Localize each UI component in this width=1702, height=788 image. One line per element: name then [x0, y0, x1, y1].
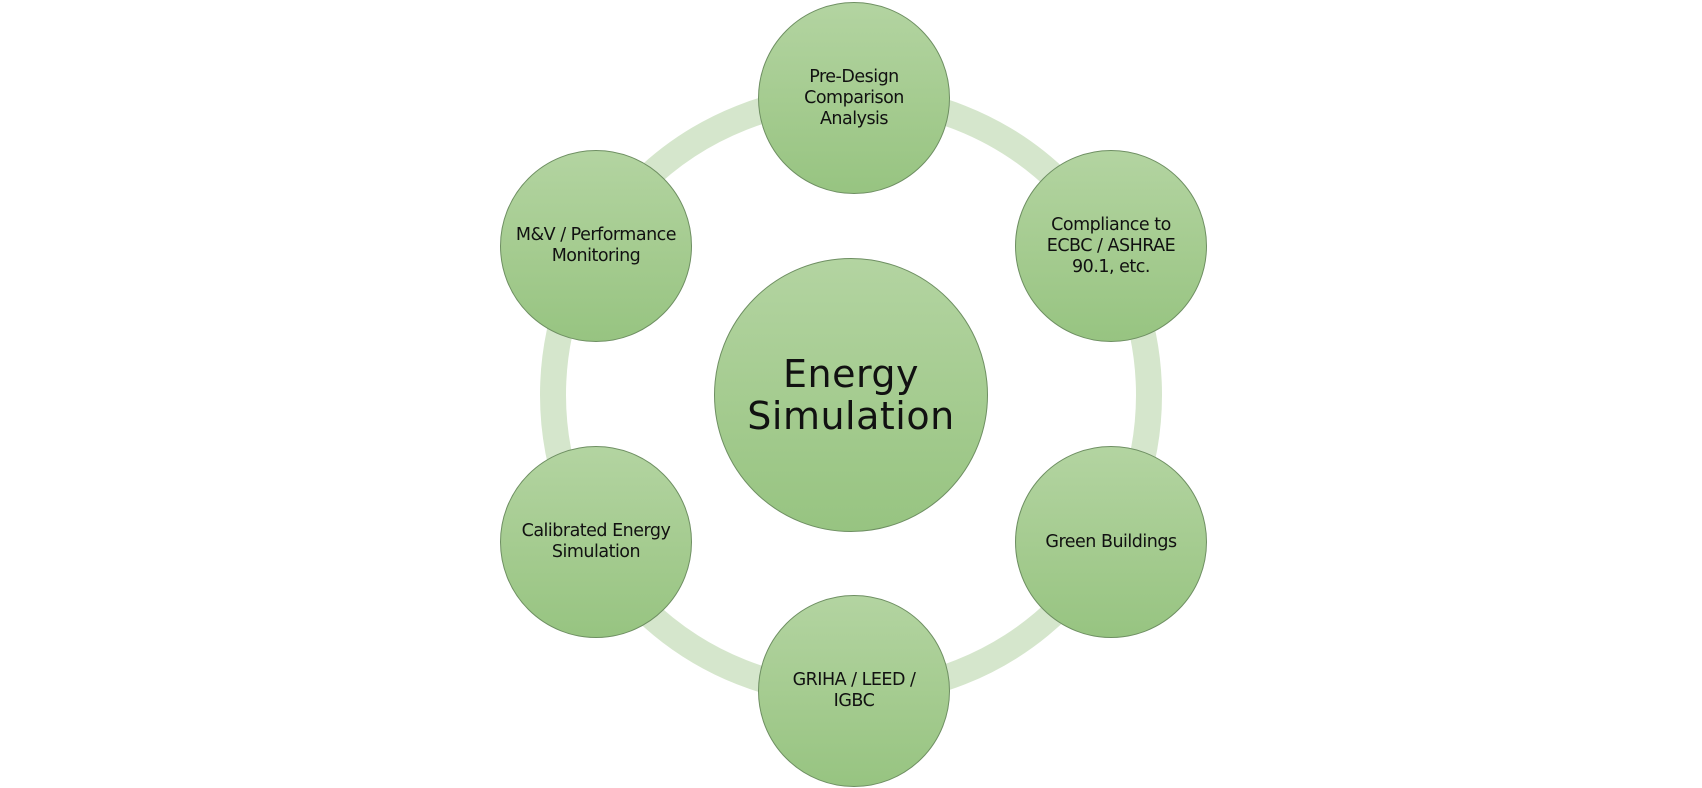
- node-label: M&V / Performance Monitoring: [515, 225, 677, 266]
- node-compliance-ecbc-ashrae: Compliance to ECBC / ASHRAE 90.1, etc.: [1015, 150, 1207, 342]
- node-label: Pre-Design Comparison Analysis: [804, 66, 904, 129]
- node-label: Compliance to ECBC / ASHRAE 90.1, etc.: [1046, 214, 1176, 277]
- node-label: Calibrated Energy Simulation: [521, 521, 671, 562]
- center-label: Energy Simulation: [747, 352, 955, 438]
- node-label: GRIHA / LEED / IGBC: [792, 670, 916, 711]
- node-pre-design-comparison: Pre-Design Comparison Analysis: [758, 2, 950, 194]
- node-mv-performance-monitoring: M&V / Performance Monitoring: [500, 150, 692, 342]
- node-green-buildings: Green Buildings: [1015, 446, 1207, 638]
- node-calibrated-energy-simulation: Calibrated Energy Simulation: [500, 446, 692, 638]
- node-griha-leed-igbc: GRIHA / LEED / IGBC: [758, 595, 950, 787]
- center-node-energy-simulation: Energy Simulation: [714, 258, 988, 532]
- node-label: Green Buildings: [1045, 531, 1177, 552]
